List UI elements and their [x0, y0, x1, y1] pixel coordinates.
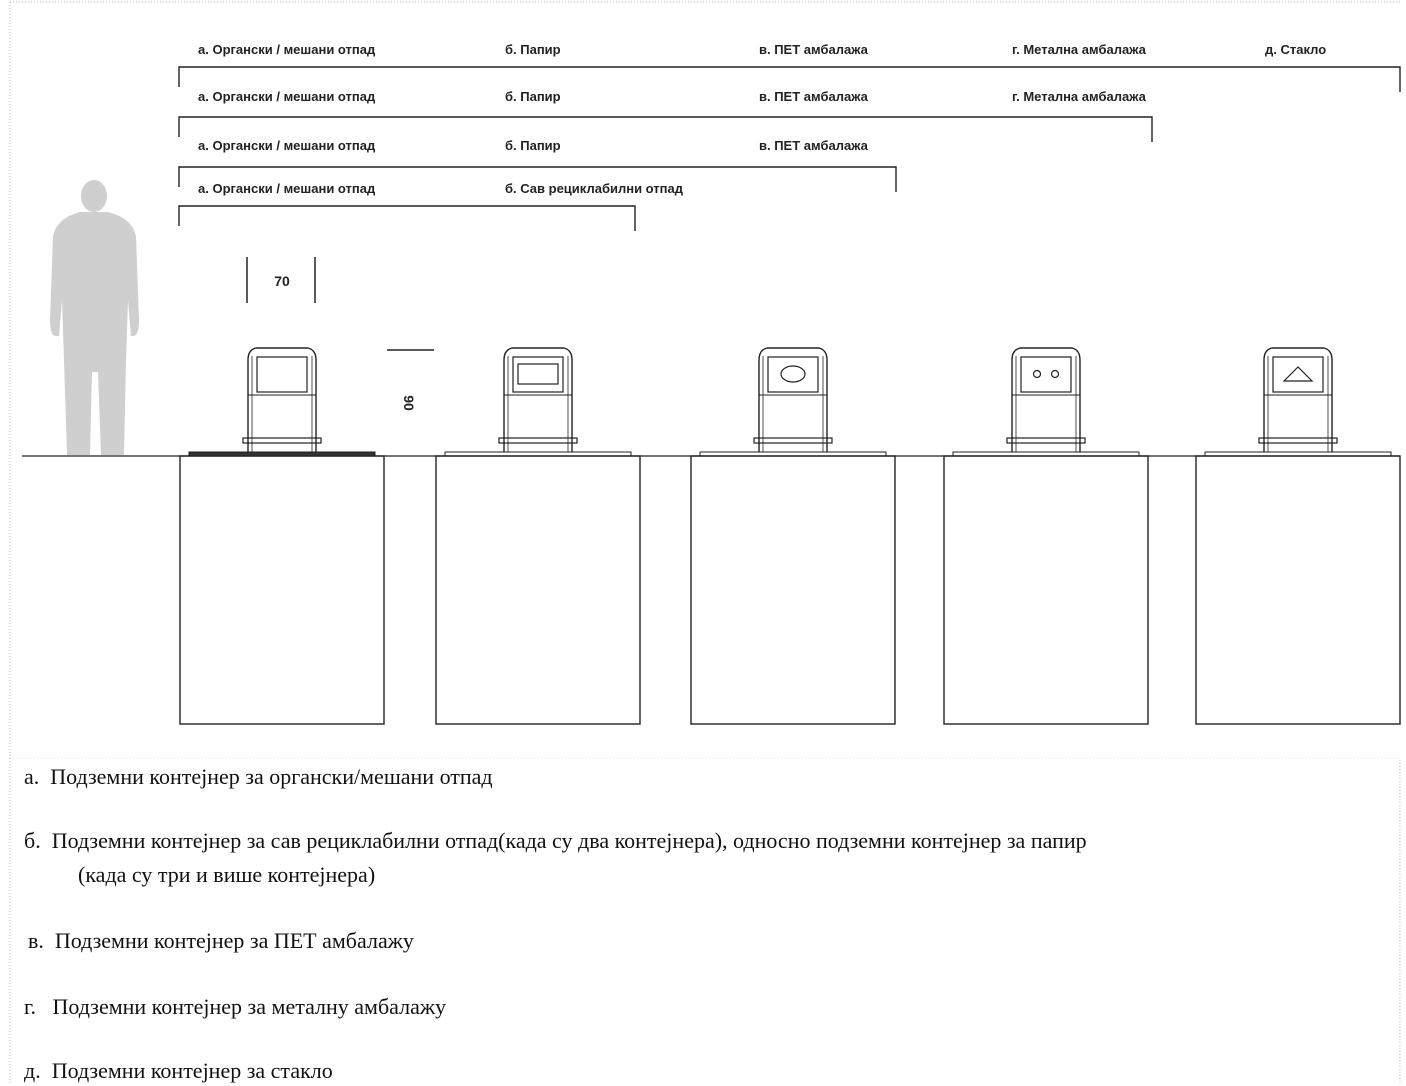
- legend-item-b-continuation: (када су три и више контејнера): [78, 860, 375, 890]
- legend-item-b: б. Подземни контејнер за сав рециклабилн…: [24, 826, 1087, 856]
- ring-band: [753, 437, 833, 444]
- configuration-label: б. Сав рециклабилни отпад: [505, 181, 684, 196]
- ring-band: [242, 437, 322, 444]
- container-5: [1195, 347, 1401, 725]
- configuration-label: в. ПЕТ амбалажа: [759, 89, 869, 104]
- container-3: [690, 347, 896, 725]
- legend-text: Подземни контејнер за ПЕТ амбалажу: [54, 928, 414, 953]
- underground-box: [690, 455, 896, 725]
- slot-panel: [256, 356, 308, 393]
- triangle-slot-icon: [1282, 366, 1314, 382]
- configuration-brackets: [178, 66, 1401, 231]
- configuration-labels: а. Органски / мешани отпад б. Папир в. ПЕТ…: [198, 42, 1326, 196]
- legend-text: Подземни контејнер за металну амбалажу: [52, 994, 447, 1019]
- base-plate: [1204, 451, 1392, 457]
- configuration-label: а. Органски / мешани отпад: [198, 181, 376, 196]
- legend-item-d: д. Подземни контејнер за стакло: [24, 1056, 333, 1086]
- ring-band: [1006, 437, 1086, 444]
- legend-letter: в.: [28, 928, 44, 953]
- legend-item-g: г. Подземни контејнер за металну амбалаж…: [24, 992, 446, 1022]
- container-4: [943, 347, 1149, 725]
- underground-box: [1195, 455, 1401, 725]
- base-plate: [188, 451, 376, 457]
- legend-item-v: в. Подземни контејнер за ПЕТ амбалажу: [28, 926, 414, 956]
- width-dimension: [246, 257, 316, 303]
- column-body: [1263, 347, 1333, 452]
- base-plate: [952, 451, 1140, 457]
- configuration-label: а. Органски / мешани отпад: [198, 42, 376, 57]
- configuration-bracket: [178, 66, 1401, 92]
- legend-letter: б.: [24, 828, 41, 853]
- container-1: [179, 347, 385, 725]
- slot-panel: [767, 356, 819, 393]
- container-2: [435, 347, 641, 725]
- containers: [179, 347, 1401, 725]
- width-dimension-label: 70: [274, 273, 290, 289]
- slot-panel: [512, 356, 564, 393]
- ring-band: [1258, 437, 1338, 444]
- slot-panel: [1272, 356, 1324, 393]
- slot-panel: [1020, 356, 1072, 393]
- rectangle-slot-icon: [517, 363, 559, 385]
- height-dimension-label: 90: [401, 395, 417, 411]
- legend-text: Подземни контејнер за органски/мешани от…: [50, 764, 493, 789]
- configuration-label: г. Метална амбалажа: [1012, 89, 1147, 104]
- configuration-label: г. Метална амбалажа: [1012, 42, 1147, 57]
- configuration-label: в. ПЕТ амбалажа: [759, 138, 869, 153]
- configuration-label: а. Органски / мешани отпад: [198, 138, 376, 153]
- column-body: [1011, 347, 1081, 452]
- base-plate: [444, 451, 632, 457]
- legend-text: Подземни контејнер за сав рециклабилни о…: [51, 828, 1087, 853]
- legend-text-continuation: (када су три и више контејнера): [78, 862, 376, 887]
- base-plate: [699, 451, 887, 457]
- legend-letter: а.: [24, 764, 40, 789]
- legend-letter: г.: [24, 994, 37, 1019]
- configuration-label: в. ПЕТ амбалажа: [759, 42, 869, 57]
- configuration-label: б. Папир: [505, 42, 561, 57]
- legend-item-a: а. Подземни контејнер за органски/мешани…: [24, 762, 493, 792]
- configuration-bracket: [178, 166, 897, 192]
- underground-box: [179, 455, 385, 725]
- circle-slot-icon: [780, 365, 806, 383]
- ring-band: [498, 437, 578, 444]
- legend-text: Подземни контејнер за стакло: [51, 1058, 333, 1083]
- two-holes-slot-icon: [1032, 369, 1042, 379]
- column-body: [503, 347, 573, 452]
- human-silhouette-icon: [50, 180, 139, 455]
- two-holes-slot-icon: [1050, 369, 1060, 379]
- legend-letter: д.: [24, 1058, 41, 1083]
- configuration-bracket: [178, 205, 636, 231]
- column-body: [247, 347, 317, 452]
- configuration-bracket: [178, 116, 1153, 142]
- configuration-label: б. Папир: [505, 138, 561, 153]
- column-body: [758, 347, 828, 452]
- configuration-label: д. Стакло: [1265, 42, 1326, 57]
- underground-box: [435, 455, 641, 725]
- configuration-label: а. Органски / мешани отпад: [198, 89, 376, 104]
- underground-box: [943, 455, 1149, 725]
- configuration-label: б. Папир: [505, 89, 561, 104]
